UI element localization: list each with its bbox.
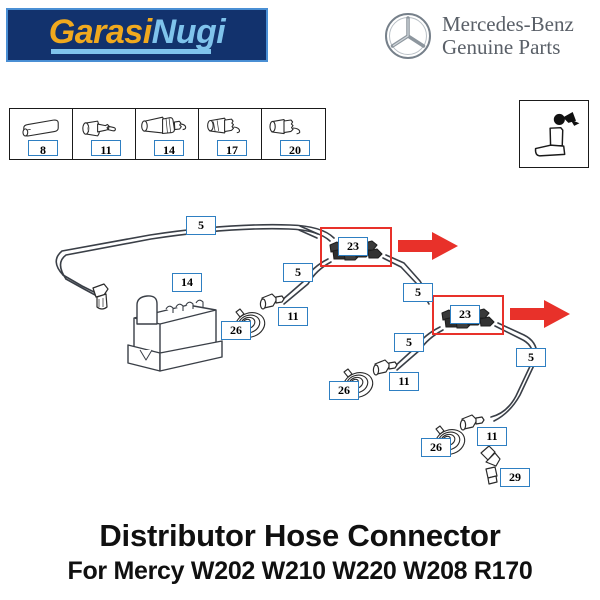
oem-text: Mercedes-Benz Genuine Parts bbox=[442, 13, 574, 58]
brand-name-secondary: Nugi bbox=[151, 13, 226, 51]
diagram-tag-26-b: 26 bbox=[329, 381, 359, 400]
part-cell-8: 8 bbox=[10, 109, 73, 159]
part-tag-14: 14 bbox=[154, 140, 184, 156]
part-cell-14: 14 bbox=[136, 109, 199, 159]
diagram-tag-5-c: 5 bbox=[403, 283, 433, 302]
brand-name-primary: Garasi bbox=[48, 13, 152, 51]
vacuum-connector-icon bbox=[82, 120, 116, 137]
part-tag-8: 8 bbox=[28, 140, 58, 156]
brand-logo: GarasiNugi bbox=[6, 8, 268, 62]
parts-thumbnail-strip: 8 11 bbox=[9, 108, 326, 160]
brand-underline-accent bbox=[50, 49, 212, 54]
oem-badge: Mercedes-Benz Genuine Parts bbox=[383, 8, 595, 64]
diagram-tag-23-lower: 23 bbox=[450, 305, 480, 324]
hose-nipple-icon bbox=[269, 119, 301, 135]
diagram-tag-5-d: 5 bbox=[394, 333, 424, 352]
diagram-tag-26-a: 26 bbox=[221, 321, 251, 340]
mercedes-star-icon bbox=[385, 13, 431, 59]
diagram-tag-14: 14 bbox=[172, 273, 202, 292]
highlight-box-upper bbox=[320, 227, 392, 267]
diagram-tag-29: 29 bbox=[500, 468, 530, 487]
diagram-tag-11-a: 11 bbox=[278, 307, 308, 326]
part-cell-20: 20 bbox=[262, 109, 325, 159]
part-tag-20: 20 bbox=[280, 140, 310, 156]
highlight-box-lower bbox=[432, 295, 504, 335]
technical-diagram: 5 14 5 23 26 11 5 23 5 5 26 11 26 11 29 bbox=[0, 185, 600, 505]
hose-sleeve-icon bbox=[22, 119, 59, 137]
part-cell-11: 11 bbox=[73, 109, 136, 159]
oem-line-1: Mercedes-Benz bbox=[442, 12, 574, 37]
oem-line-2: Genuine Parts bbox=[442, 35, 561, 59]
product-fitment-subtitle: For Mercy W202 W210 W220 W208 R170 bbox=[67, 557, 533, 585]
part-cell-17: 17 bbox=[199, 109, 262, 159]
diagram-tag-11-b: 11 bbox=[389, 372, 419, 391]
vacuum-valve-icon bbox=[141, 116, 187, 135]
hose-routing-drawing bbox=[55, 223, 570, 485]
product-title: Distributor Hose Connector bbox=[99, 518, 501, 553]
view-direction-box bbox=[519, 100, 589, 168]
hose-fitting-icon bbox=[207, 117, 241, 134]
seat-view-direction-icon bbox=[534, 111, 580, 157]
diagram-tag-5-a: 5 bbox=[186, 216, 216, 235]
part-tag-17: 17 bbox=[217, 140, 247, 156]
diagram-tag-26-c: 26 bbox=[421, 438, 451, 457]
brand-wordmark: GarasiNugi bbox=[48, 13, 226, 55]
diagram-tag-5-e: 5 bbox=[516, 348, 546, 367]
diagram-tag-23-upper: 23 bbox=[338, 237, 368, 256]
diagram-tag-11-c: 11 bbox=[477, 427, 507, 446]
diagram-tag-5-b: 5 bbox=[283, 263, 313, 282]
callout-arrows bbox=[398, 232, 570, 328]
part-tag-11: 11 bbox=[91, 140, 121, 156]
